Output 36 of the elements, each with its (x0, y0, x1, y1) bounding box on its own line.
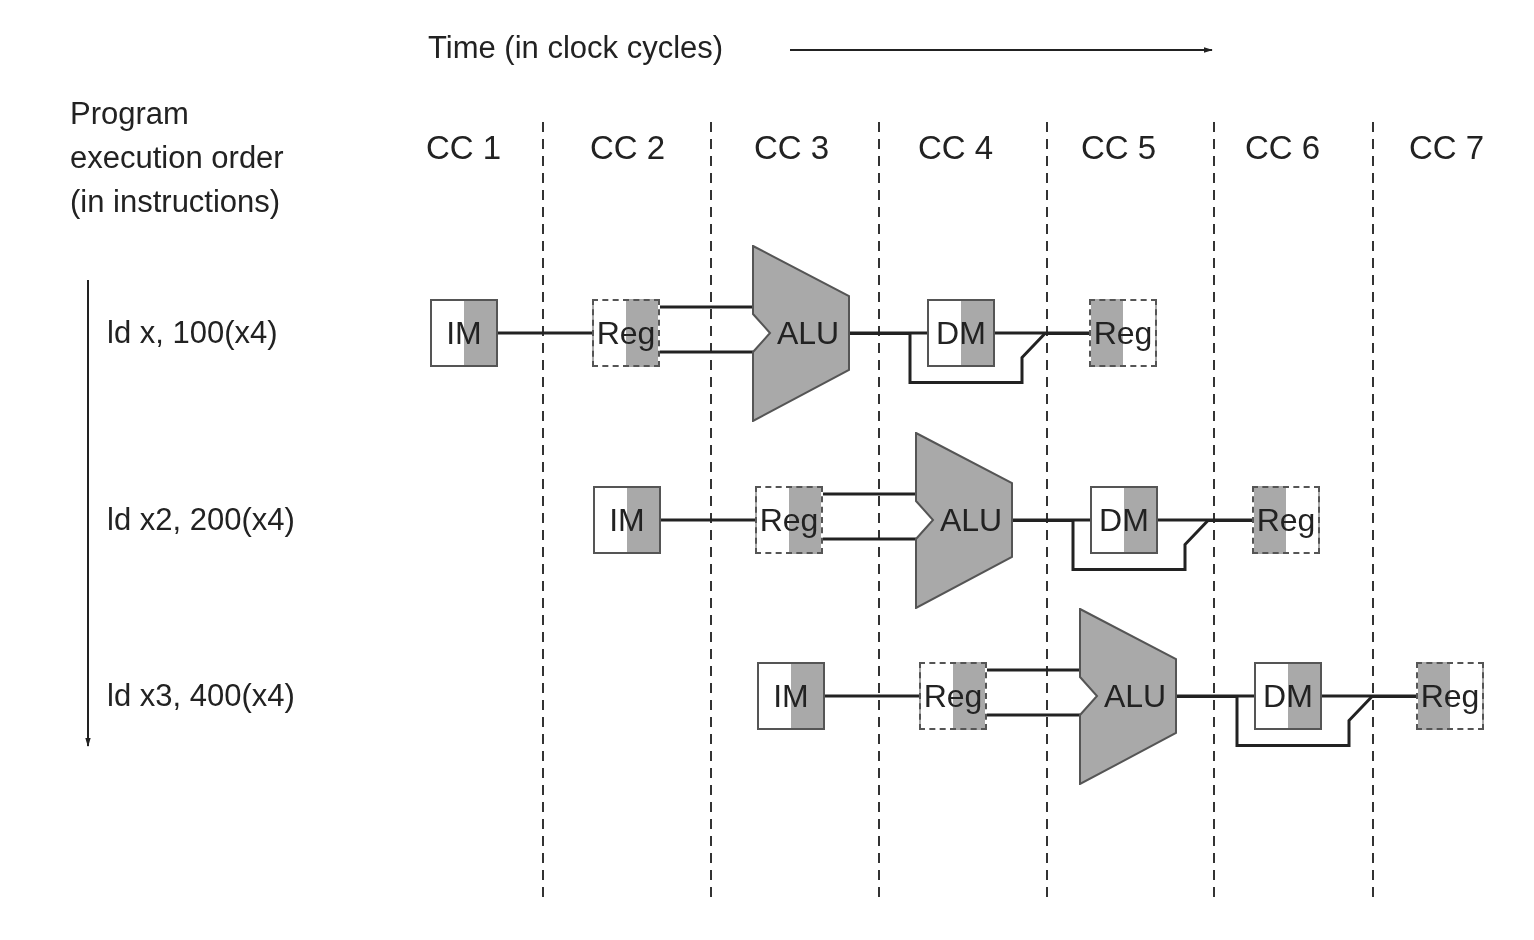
connector-line (661, 518, 755, 522)
connector-line (823, 537, 916, 541)
axis-label: Time (in clock cycles) (428, 29, 724, 67)
column-label: CC 3 (754, 128, 830, 168)
memory-box: IM (593, 486, 661, 554)
connector-line (660, 350, 753, 354)
alu-shape: ALU (752, 245, 850, 422)
memory-box: DM (1090, 486, 1158, 554)
memory-box: DM (927, 299, 995, 367)
connector-line (823, 492, 916, 496)
column-label: CC 7 (1409, 128, 1485, 168)
connector-line (850, 332, 1089, 384)
register-box: Reg (1252, 486, 1320, 554)
instruction-label: ld x2, 200(x4) (107, 501, 295, 539)
register-box: Reg (1089, 299, 1157, 367)
memory-box: IM (430, 299, 498, 367)
column-label: CC 4 (918, 128, 994, 168)
column-label: CC 1 (426, 128, 502, 168)
alu-shape: ALU (915, 432, 1013, 609)
connector-line (825, 694, 919, 698)
alu-shape: ALU (1079, 608, 1177, 785)
register-box: Reg (1416, 662, 1484, 730)
connector-line (1013, 519, 1252, 571)
column-label: CC 2 (590, 128, 666, 168)
axis-label: Program execution order (in instructions) (70, 95, 285, 221)
instruction-label: ld x3, 400(x4) (107, 677, 295, 715)
column-label: CC 5 (1081, 128, 1157, 168)
column-label: CC 6 (1245, 128, 1321, 168)
connector-line (1177, 695, 1416, 747)
connector-line (498, 331, 592, 335)
instruction-label: ld x, 100(x4) (107, 314, 278, 352)
connector-line (987, 713, 1080, 717)
connector-line (660, 305, 753, 309)
memory-box: IM (757, 662, 825, 730)
connector-line (987, 668, 1080, 672)
memory-box: DM (1254, 662, 1322, 730)
